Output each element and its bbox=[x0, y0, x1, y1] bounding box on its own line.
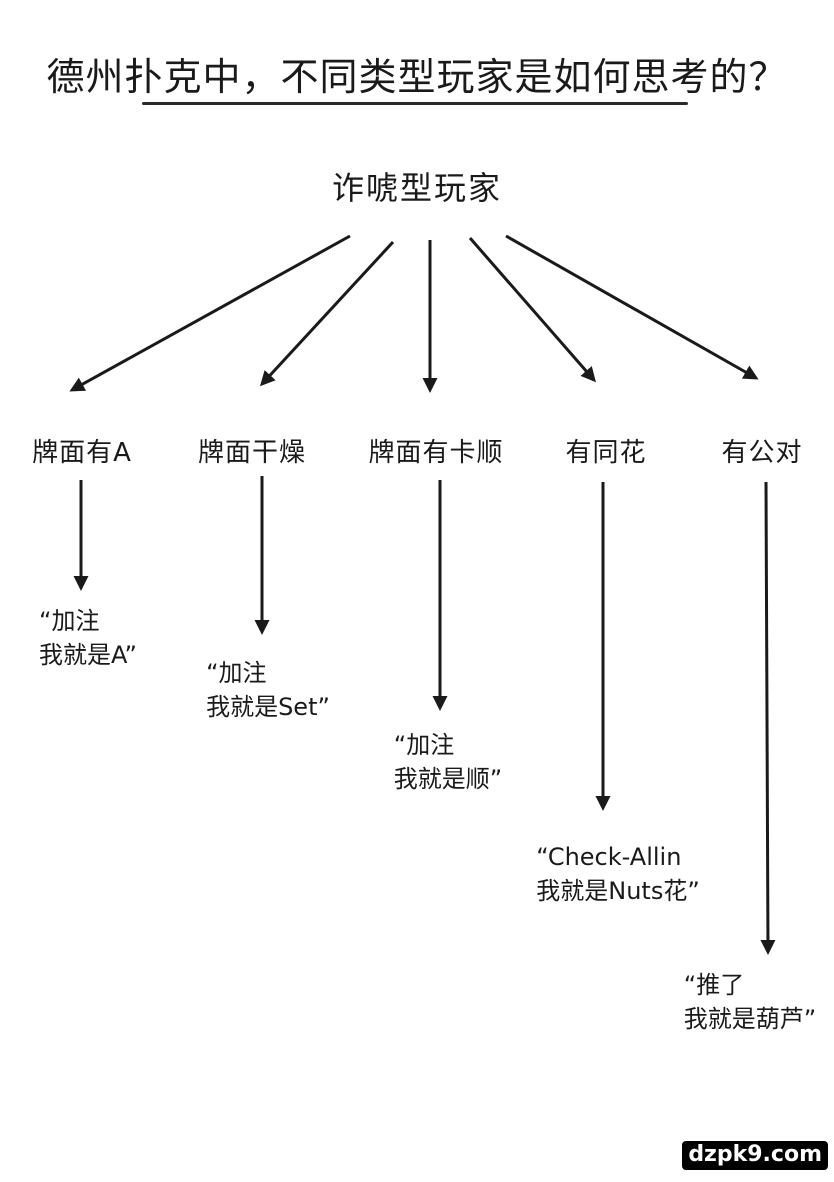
branch-5-condition: 有公对 bbox=[721, 438, 803, 468]
branch-5-quote-line-2: 我就是葫芦” bbox=[683, 1005, 817, 1033]
arrow-root-to-branch-2 bbox=[259, 240, 395, 387]
root-node: 诈唬型玩家 bbox=[331, 169, 502, 207]
branch-4-condition: 有同花 bbox=[565, 438, 647, 468]
branch-3-condition: 牌面有卡顺 bbox=[368, 438, 504, 468]
branch-1-quote: “加注 我就是A” bbox=[39, 604, 137, 672]
branch-3-quote: “加注 我就是顺” bbox=[394, 728, 502, 796]
diagram-title: 德州扑克中，不同类型玩家是如何思考的？ bbox=[46, 55, 788, 99]
title-underline bbox=[142, 102, 688, 105]
branch-2-condition: 牌面干燥 bbox=[197, 438, 307, 468]
branch-4-quote: “Check-Allin 我就是Nuts花” bbox=[536, 840, 700, 908]
arrow-root-to-branch-1 bbox=[69, 234, 351, 392]
arrow-root-to-branch-4 bbox=[468, 237, 596, 383]
branch-1-quote-line-2: 我就是A” bbox=[39, 641, 137, 669]
branch-5-quote-line-1: “推了 bbox=[683, 971, 745, 999]
branch-4-quote-line-2: 我就是Nuts花” bbox=[536, 877, 700, 905]
branch-2-quote: “加注 我就是Set” bbox=[206, 656, 330, 724]
arrow-branch-5-to-quote bbox=[760, 481, 776, 955]
branch-1-condition: 牌面有A bbox=[32, 438, 132, 468]
branch-2-quote-line-1: “加注 bbox=[206, 659, 267, 687]
branch-2-quote-line-2: 我就是Set” bbox=[206, 693, 330, 721]
arrow-root-to-branch-5 bbox=[505, 234, 759, 380]
branch-3-quote-line-1: “加注 bbox=[393, 731, 455, 759]
site-watermark: dzpk9.com bbox=[682, 1141, 828, 1170]
branch-1-quote-line-1: “加注 bbox=[39, 607, 100, 635]
branch-5-quote: “推了 我就是葫芦” bbox=[684, 968, 816, 1036]
branch-3-quote-line-2: 我就是顺” bbox=[393, 765, 503, 793]
branch-4-quote-line-1: “Check-Allin bbox=[536, 843, 682, 871]
